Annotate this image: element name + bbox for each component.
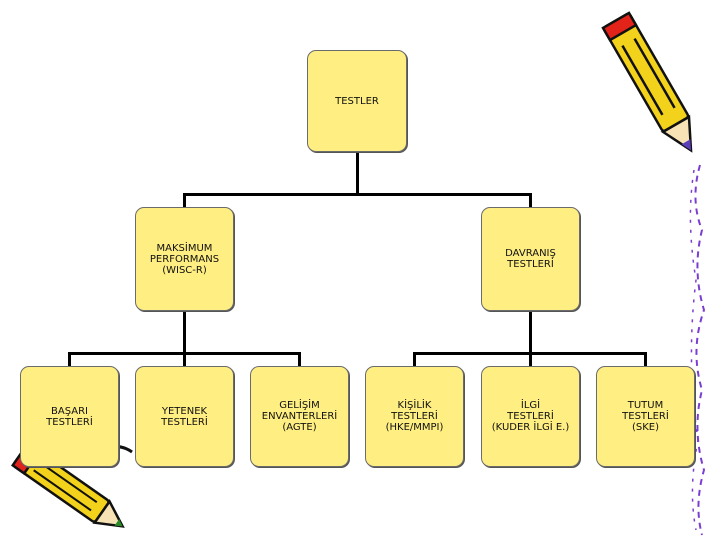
pencil-icon [601, 11, 693, 153]
node-davranis-testleri: DAVRANIŞ TESTLERİ [481, 207, 580, 311]
connector-right-up [529, 193, 532, 207]
scribble-decoration [689, 164, 706, 536]
node-kisilik-testleri: KİŞİLİK TESTLERİ (HKE/MMPI) [365, 366, 464, 467]
node-ilgi-testleri: İLGİ TESTLERİ (KUDER İLGİ E.) [481, 366, 580, 467]
connector-left-down [183, 310, 186, 353]
connector-b4-up [413, 352, 416, 368]
connector-right-down [529, 310, 532, 353]
connector-b1-up [68, 352, 71, 368]
connector-b2-up [183, 352, 186, 368]
node-gelisim-envanterleri: GELİŞİM ENVANTERLERİ (AGTE) [250, 366, 349, 467]
node-maksimum-performans: MAKSİMUM PERFORMANS (WISC-R) [135, 207, 234, 311]
connector-b6-up [644, 352, 647, 368]
node-yetenek-testleri: YETENEK TESTLERİ [135, 366, 234, 467]
connector-root-down [356, 151, 359, 195]
connector-left-up [183, 193, 186, 207]
node-tutum-testleri: TUTUM TESTLERİ (SKE) [596, 366, 695, 467]
connector-b3-up [298, 352, 301, 368]
node-testler: TESTLER [307, 50, 407, 152]
node-basari-testleri: BAŞARI TESTLERİ [20, 366, 119, 467]
connector-level1-bar [183, 193, 532, 196]
connector-b5-up [529, 352, 532, 368]
